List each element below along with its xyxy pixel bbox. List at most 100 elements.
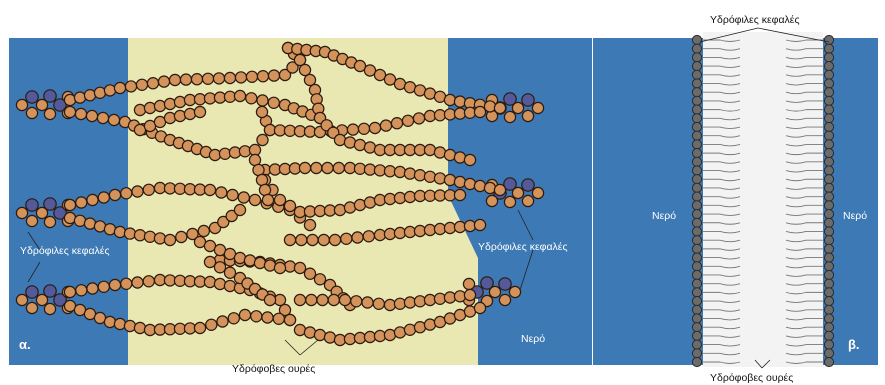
bilayer-head (692, 175, 701, 184)
head-bead (44, 198, 56, 210)
tail-bead (257, 71, 268, 82)
head-bead (499, 278, 511, 290)
tail-bead (504, 111, 515, 122)
bilayer-head (692, 270, 701, 279)
bilayer-head (692, 227, 701, 236)
tail-bead (26, 302, 37, 313)
tail-bead (391, 118, 402, 129)
tail-bead (364, 142, 375, 153)
tail-bead (404, 324, 415, 335)
tail-bead (434, 147, 445, 158)
tail-bead (509, 286, 520, 297)
tail-bead (26, 215, 37, 226)
head-bead (26, 199, 38, 211)
tail-bead (394, 327, 405, 338)
tail-bead (454, 176, 465, 187)
tail-bead (363, 231, 374, 242)
tail-bead (311, 162, 322, 173)
tail-bead (144, 102, 155, 113)
tail-bead (204, 276, 215, 287)
bilayer-head (692, 79, 701, 88)
bilayer-head (824, 192, 833, 201)
tail-bead (324, 332, 335, 343)
panel-b-letter: β. (848, 337, 860, 352)
tail-bead (522, 110, 533, 121)
tail-bead (191, 74, 202, 85)
tail-bead (499, 294, 510, 305)
bilayer-head (692, 88, 701, 97)
bilayer-head (692, 305, 701, 314)
label-tails-bottom: Υδρόφοβες ουρές (710, 372, 793, 384)
tail-bead (299, 162, 310, 173)
bilayer-head (824, 131, 833, 140)
tail-bead (434, 293, 445, 304)
tail-bead (97, 112, 108, 123)
tail-bead (109, 189, 120, 200)
tail-bead (114, 318, 125, 329)
tail-bead (227, 189, 238, 200)
tail-bead (304, 219, 315, 230)
tail-bead (184, 108, 195, 119)
head-bead (44, 285, 56, 297)
tail-bead (404, 168, 415, 179)
head-bead (522, 94, 534, 106)
bilayer-head (692, 96, 701, 105)
tail-bead (494, 184, 505, 195)
bilayer-head (692, 166, 701, 175)
panel-a-letter: α. (19, 337, 31, 352)
tail-bead (109, 279, 120, 290)
tail-bead (121, 188, 132, 199)
bilayer-head (692, 44, 701, 53)
tail-bead (444, 174, 455, 185)
label-tails-a: Υδρόφοβες ουρές (232, 363, 315, 375)
tail-bead (16, 294, 27, 305)
tail-bead (341, 233, 352, 244)
tail-bead (268, 70, 279, 81)
tail-bead (474, 302, 485, 313)
tail-bead (306, 294, 317, 305)
tail-bead (136, 79, 147, 90)
bilayer-head (824, 53, 833, 62)
tail-bead (257, 95, 268, 106)
tail-bead (204, 184, 215, 195)
tail-bead (464, 154, 475, 165)
tail-bead (354, 199, 365, 210)
tail-bead (239, 146, 250, 157)
tail-bead (44, 216, 55, 227)
tail-bead (76, 285, 87, 296)
tail-bead (532, 102, 543, 113)
tail-bead (294, 294, 305, 305)
tail-bead (362, 297, 373, 308)
bilayer-head (824, 88, 833, 97)
tail-bead (532, 187, 543, 198)
bilayer-head (692, 62, 701, 71)
bilayer-head (692, 262, 701, 271)
tail-bead (216, 187, 227, 198)
bilayer-head (824, 218, 833, 227)
bilayer-head (824, 105, 833, 114)
bilayer-head (824, 288, 833, 297)
bilayer-head (824, 157, 833, 166)
tail-bead (307, 234, 318, 245)
bilayer-head (824, 323, 833, 332)
tail-bead (143, 184, 154, 195)
tail-bead (484, 182, 495, 193)
tail-bead (134, 322, 145, 333)
tail-bead (284, 200, 295, 211)
tail-bead (333, 162, 344, 173)
tail-bead (132, 277, 143, 288)
tail-bead (322, 162, 333, 173)
tail-bead (234, 204, 245, 215)
bilayer-head (692, 210, 701, 219)
tail-bead (413, 113, 424, 124)
tail-bead (224, 280, 235, 291)
tail-bead (317, 294, 328, 305)
bilayer-head (824, 44, 833, 53)
tail-bead (474, 219, 485, 230)
tail-bead (364, 197, 375, 208)
tail-bead (64, 106, 75, 117)
tail-bead (454, 291, 465, 302)
tail-bead (235, 72, 246, 83)
tail-bead (414, 170, 425, 181)
